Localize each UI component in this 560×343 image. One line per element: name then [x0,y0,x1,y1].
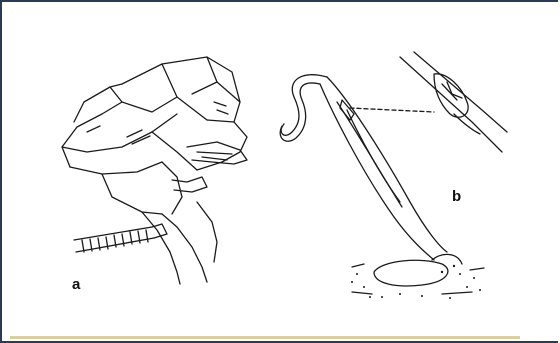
panel-label-b: b [452,188,461,205]
bottom-accent-bar [10,336,520,339]
drawing-a-tick-mouthparts [62,57,247,284]
drawing-b-embedded-mouthpart [280,52,507,294]
panel-label-a: a [72,276,80,293]
